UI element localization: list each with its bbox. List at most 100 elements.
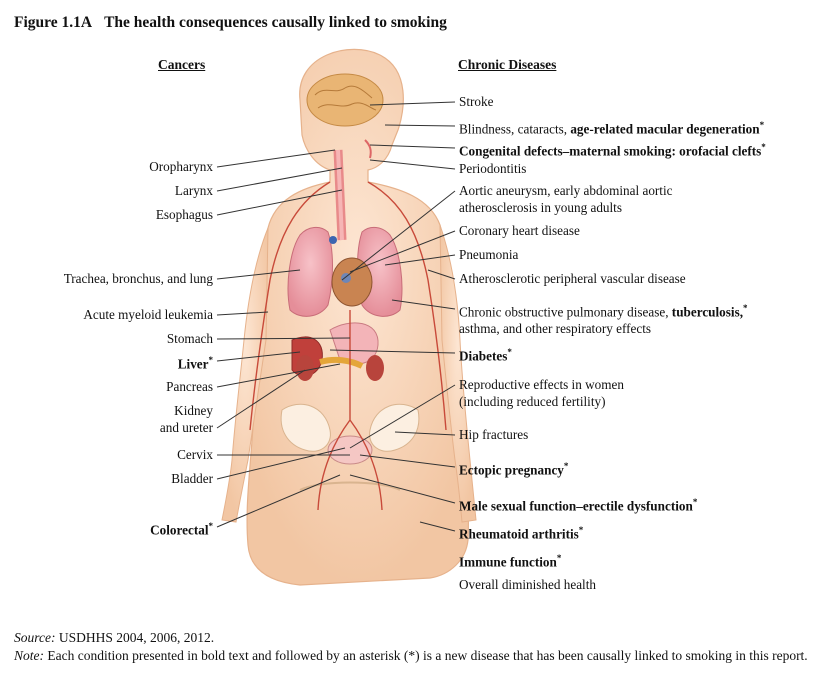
leader-line bbox=[216, 149, 336, 168]
asterisk: * bbox=[761, 142, 766, 152]
chronic-label-10: Reproductive effects in women(including … bbox=[459, 376, 624, 410]
leader-line bbox=[359, 454, 456, 468]
abdominal-organs bbox=[291, 322, 384, 381]
leader-line bbox=[216, 311, 269, 316]
asterisk: * bbox=[692, 497, 698, 507]
leader-line bbox=[349, 230, 456, 273]
asterisk: * bbox=[208, 355, 214, 365]
label-text: Trachea, bronchus, and lung bbox=[63, 271, 213, 286]
source-text: USDHHS 2004, 2006, 2012. bbox=[55, 630, 215, 645]
leader-line bbox=[394, 431, 456, 436]
label-text: Atherosclerotic peripheral vascular dise… bbox=[459, 271, 686, 286]
asterisk: * bbox=[208, 521, 214, 531]
label-text: Stomach bbox=[166, 331, 213, 346]
leader-line bbox=[427, 269, 456, 280]
figure-number: Figure 1.1A bbox=[14, 14, 93, 31]
cancer-label-4: Acute myeloid leukemia bbox=[83, 306, 213, 323]
leader-line bbox=[369, 101, 456, 106]
label-text: Aortic aneurysm, early abdominal aortic bbox=[459, 183, 673, 198]
cancer-label-10: Bladder bbox=[171, 470, 213, 487]
cancer-label-11: Colorectal* bbox=[150, 518, 213, 538]
chronic-label-9: Diabetes* bbox=[459, 344, 512, 364]
leader-line bbox=[216, 189, 343, 216]
label-text: Male sexual function–erectile dysfunctio… bbox=[459, 498, 693, 514]
label-text: Blindness, cataracts, bbox=[459, 121, 571, 137]
chronic-label-15: Immune function* bbox=[459, 550, 561, 570]
label-text: Periodontitis bbox=[459, 161, 527, 176]
chronic-label-7: Atherosclerotic peripheral vascular dise… bbox=[459, 270, 686, 287]
label-text: Stroke bbox=[459, 94, 494, 109]
chronic-label-14: Rheumatoid arthritis* bbox=[459, 522, 583, 542]
leader-line bbox=[329, 349, 456, 354]
leader-line bbox=[216, 337, 351, 340]
label-text: Rheumatoid arthritis bbox=[459, 526, 579, 542]
pelvis bbox=[280, 403, 420, 491]
leader-lines bbox=[216, 101, 456, 532]
label-text: Acute myeloid leukemia bbox=[83, 307, 213, 322]
leader-line bbox=[349, 384, 456, 449]
label-text: Cervix bbox=[177, 447, 213, 462]
body-silhouette bbox=[221, 48, 477, 586]
leader-line bbox=[216, 369, 306, 429]
label-text: Colorectal bbox=[150, 522, 209, 538]
brain bbox=[306, 73, 384, 127]
chronic-label-12: Ectopic pregnancy* bbox=[459, 458, 568, 478]
chronic-label-5: Coronary heart disease bbox=[459, 222, 580, 239]
label-text: Overall diminished health bbox=[459, 577, 596, 592]
blood-vessels bbox=[249, 181, 447, 511]
label-text: Pneumonia bbox=[459, 247, 519, 262]
chronic-label-2: Congenital defects–maternal smoking: oro… bbox=[459, 139, 766, 159]
note-label: Note: bbox=[14, 648, 44, 663]
cancer-label-0: Oropharynx bbox=[149, 158, 213, 175]
label-text: Pancreas bbox=[166, 379, 213, 394]
source-label: Source: bbox=[14, 630, 56, 645]
source-line: Source: USDHHS 2004, 2006, 2012. bbox=[14, 629, 214, 646]
label-text: Immune function bbox=[459, 554, 557, 570]
label-text: Larynx bbox=[174, 183, 213, 198]
cancer-label-1: Larynx bbox=[175, 182, 213, 199]
leader-line bbox=[384, 124, 456, 127]
chronic-label-0: Stroke bbox=[459, 93, 493, 110]
leader-line bbox=[341, 190, 456, 281]
heart bbox=[329, 236, 373, 307]
leader-line bbox=[216, 269, 301, 280]
leader-line bbox=[216, 363, 341, 388]
cancer-label-5: Stomach bbox=[167, 330, 213, 347]
cancer-label-3: Trachea, bronchus, and lung bbox=[64, 270, 213, 287]
label-text-line2: atherosclerosis in young adults bbox=[459, 200, 622, 215]
leader-line bbox=[391, 299, 456, 310]
label-text: Bladder bbox=[171, 471, 213, 486]
asterisk: * bbox=[507, 347, 512, 357]
asterisk: * bbox=[743, 303, 748, 313]
label-text: Reproductive effects in women bbox=[459, 377, 624, 392]
cancer-label-9: Cervix bbox=[177, 446, 213, 463]
label-text: Chronic obstructive pulmonary disease, bbox=[459, 304, 672, 320]
cancer-label-2: Esophagus bbox=[156, 206, 213, 223]
asterisk: * bbox=[556, 553, 562, 563]
chronic-label-3: Periodontitis bbox=[459, 160, 526, 177]
label-bold-text: age-related macular degeneration bbox=[570, 121, 760, 137]
leader-line bbox=[216, 167, 343, 192]
note-text: Each condition presented in bold text an… bbox=[44, 648, 808, 663]
chronic-label-4: Aortic aneurysm, early abdominal aortic a… bbox=[459, 182, 673, 216]
leader-line bbox=[369, 159, 456, 170]
chronic-heading: Chronic Diseases bbox=[458, 57, 557, 72]
label-text: Coronary heart disease bbox=[459, 223, 580, 238]
cancer-label-6: Liver* bbox=[178, 352, 213, 372]
label-text: Liver bbox=[177, 356, 209, 372]
label-text-line2: asthma, and other respiratory effects bbox=[459, 321, 651, 337]
note-line: Note: Each condition presented in bold t… bbox=[14, 647, 820, 664]
leader-line bbox=[369, 144, 456, 149]
leader-line bbox=[384, 254, 456, 266]
leader-line bbox=[216, 447, 346, 480]
label-text: Esophagus bbox=[155, 207, 213, 222]
chronic-label-11: Hip fractures bbox=[459, 426, 528, 443]
cancers-heading: Cancers bbox=[158, 57, 206, 72]
label-text-line2: and ureter bbox=[159, 420, 213, 435]
leader-line bbox=[216, 351, 301, 362]
airway bbox=[333, 139, 372, 241]
asterisk: * bbox=[578, 525, 584, 535]
